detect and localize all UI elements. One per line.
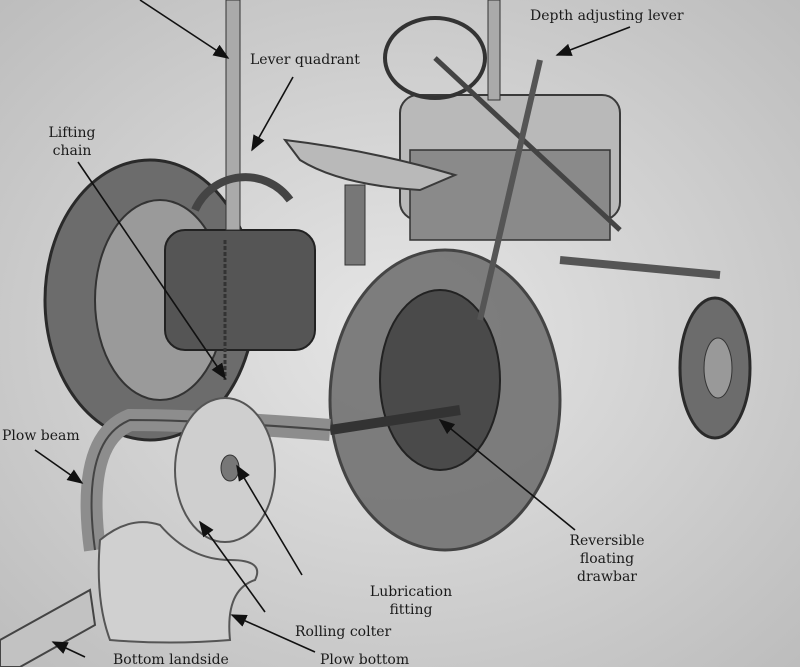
arrow-rolling-colter (199, 520, 266, 613)
tractor-illustration (0, 0, 752, 667)
quadrant (191, 173, 294, 212)
arrow-drawbar (438, 418, 576, 531)
plow-bottom-shape (97, 521, 259, 644)
label-drawbar-line2: floating (580, 551, 634, 567)
arrow-lever-quadrant (251, 76, 294, 152)
label-drawbar-line1: Reversible (569, 533, 644, 549)
label-rolling-colter: Rolling colter (295, 624, 391, 640)
label-bottom-landside: Bottom landside (113, 652, 229, 667)
steering-wheel (383, 16, 487, 100)
arrow-depth-lever (555, 26, 631, 56)
label-plow-bottom: Plow bottom (320, 652, 409, 667)
drawbar (329, 405, 461, 435)
label-plow-beam: Plow beam (2, 428, 80, 444)
seat (282, 138, 458, 192)
arrow-lift-lever (139, 0, 230, 59)
arrow-lifting-chain (77, 161, 226, 380)
label-lifting-chain-line1: Lifting (48, 125, 95, 141)
label-lever-quadrant: Lever quadrant (250, 52, 360, 68)
transmission-housing (164, 229, 316, 351)
label-lubrication-fitting-line1: Lubrication (370, 584, 452, 600)
label-lubrication-fitting-line2: fitting (389, 602, 432, 618)
callout-labels: Depth adjusting lever Lever quadrant Lif… (2, 8, 684, 667)
depth-lever (477, 59, 543, 321)
arrow-lubrication-fitting (236, 464, 303, 576)
label-depth-adjusting-lever: Depth adjusting lever (530, 8, 684, 24)
label-drawbar-line3: drawbar (577, 569, 637, 585)
arrow-bottom-landside (51, 641, 86, 658)
exhaust-stack (487, 0, 501, 101)
arrow-plow-bottom (230, 614, 316, 653)
callout-arrows (34, 0, 631, 658)
arrow-plow-beam (34, 449, 84, 484)
lift-lever (225, 0, 241, 231)
seat-spring (344, 184, 366, 266)
label-lifting-chain-line2: chain (53, 143, 92, 159)
front-axle (559, 256, 721, 279)
